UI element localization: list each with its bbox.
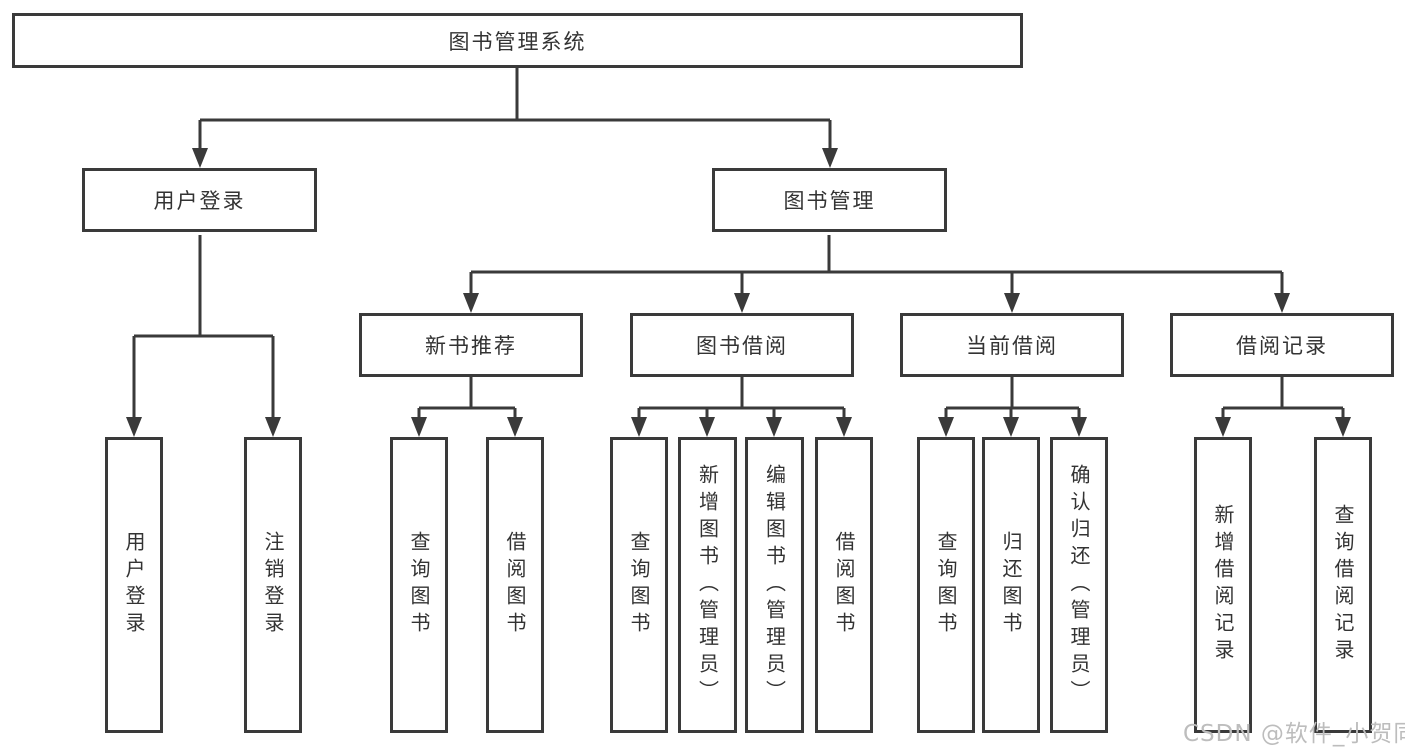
- leaf-logout: 注销登录: [244, 437, 302, 733]
- leaf-label: 查询图书: [407, 531, 431, 639]
- connector-borrowrecords-to-leaves: [1215, 377, 1351, 437]
- leaf-label: 编辑图书（管理员）: [762, 463, 787, 707]
- leaf-label: 借阅图书: [832, 531, 856, 639]
- arrowhead: [1215, 417, 1231, 437]
- node-root-system: 图书管理系统: [12, 13, 1023, 68]
- leaf-query-books-current: 查询图书: [917, 437, 975, 733]
- leaf-edit-books-admin: 编辑图书（管理员）: [745, 437, 804, 733]
- leaf-label: 借阅图书: [503, 531, 527, 639]
- csdn-watermark: CSDN @软件_小贺同学: [1183, 721, 1405, 747]
- arrowhead: [631, 417, 647, 437]
- leaf-query-books-borrow: 查询图书: [610, 437, 668, 733]
- arrowhead: [126, 417, 142, 437]
- node-borrow-records: 借阅记录: [1170, 313, 1394, 377]
- leaf-label: 查询图书: [627, 531, 651, 639]
- leaf-label: 归还图书: [999, 531, 1023, 639]
- arrowhead: [938, 417, 954, 437]
- arrowhead: [822, 148, 838, 168]
- leaf-label: 新增图书（管理员）: [695, 463, 720, 707]
- node-current-borrow: 当前借阅: [900, 313, 1124, 377]
- node-book-borrow: 图书借阅: [630, 313, 854, 377]
- connector-userlogin-to-leaves: [126, 235, 281, 437]
- leaf-query-borrow-record: 查询借阅记录: [1314, 437, 1372, 733]
- arrowhead: [1004, 293, 1020, 313]
- leaf-label: 用户登录: [122, 531, 146, 639]
- arrowhead: [411, 417, 427, 437]
- leaf-confirm-return-admin: 确认归还（管理员）: [1050, 437, 1108, 733]
- connector-bookmgmt-to-level3: [463, 235, 1290, 313]
- leaf-label: 新增借阅记录: [1211, 504, 1235, 666]
- arrowhead: [699, 417, 715, 437]
- leaf-return-books: 归还图书: [982, 437, 1040, 733]
- leaf-borrow-books-recommend: 借阅图书: [486, 437, 544, 733]
- arrowhead: [766, 417, 782, 437]
- leaf-label: 查询借阅记录: [1331, 504, 1355, 666]
- leaf-user-login: 用户登录: [105, 437, 163, 733]
- arrowhead: [1071, 417, 1087, 437]
- leaf-label: 注销登录: [261, 531, 285, 639]
- node-book-management: 图书管理: [712, 168, 947, 232]
- node-new-book-recommend: 新书推荐: [359, 313, 583, 377]
- arrowhead: [1335, 417, 1351, 437]
- arrowhead: [507, 417, 523, 437]
- connector-bookborrow-to-leaves: [631, 377, 852, 437]
- leaf-add-books-admin: 新增图书（管理员）: [678, 437, 737, 733]
- leaf-label: 确认归还（管理员）: [1067, 463, 1091, 707]
- arrowhead: [1003, 417, 1019, 437]
- connector-newbook-to-leaves: [411, 377, 523, 437]
- leaf-borrow-books: 借阅图书: [815, 437, 873, 733]
- connector-root-to-level2: [192, 68, 838, 168]
- leaf-add-borrow-record: 新增借阅记录: [1194, 437, 1252, 733]
- arrowhead: [463, 293, 479, 313]
- connector-currentborrow-to-leaves: [938, 377, 1087, 437]
- leaf-query-books-recommend: 查询图书: [390, 437, 448, 733]
- arrowhead: [192, 148, 208, 168]
- node-user-login: 用户登录: [82, 168, 317, 232]
- arrowhead: [1274, 293, 1290, 313]
- arrowhead: [265, 417, 281, 437]
- arrowhead: [734, 293, 750, 313]
- leaf-label: 查询图书: [934, 531, 958, 639]
- arrowhead: [836, 417, 852, 437]
